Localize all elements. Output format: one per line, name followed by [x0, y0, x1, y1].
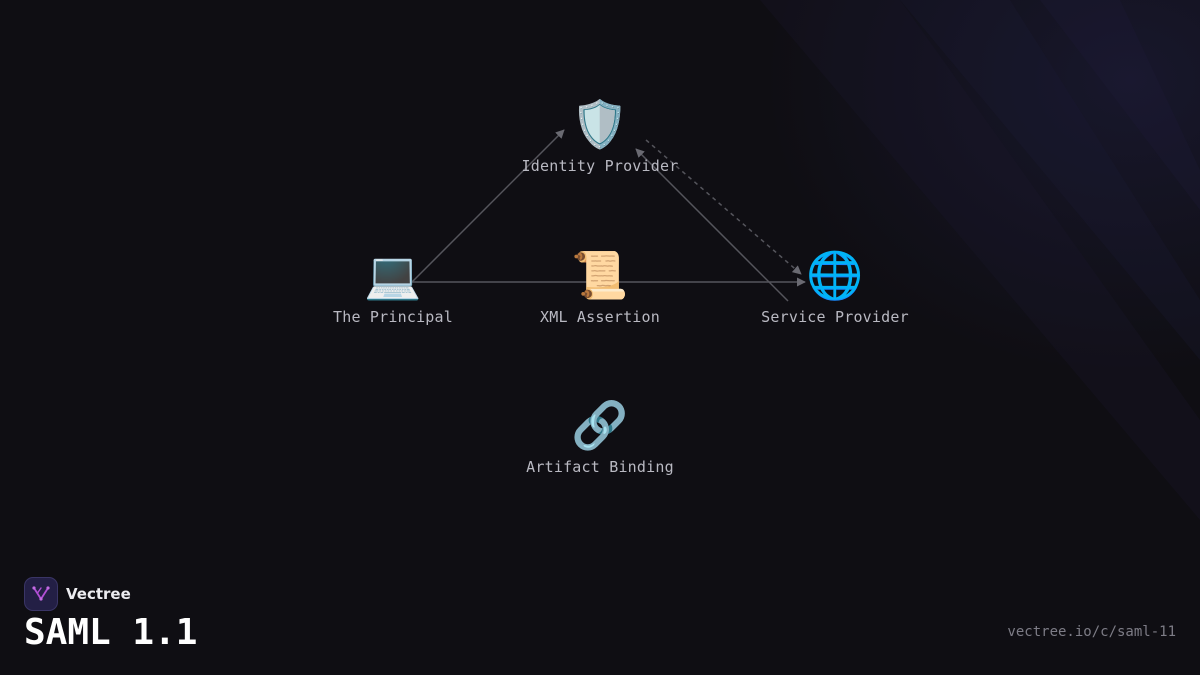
node-label: XML Assertion [540, 308, 660, 326]
edge-principal-to-identity-provider [411, 129, 565, 283]
shield-icon: 🛡️ [571, 97, 629, 151]
node-label: The Principal [333, 308, 453, 326]
scroll-icon: 📜 [571, 248, 629, 302]
edge-service-provider-to-identity-provider [635, 148, 789, 302]
source-url: vectree.io/c/saml-11 [1007, 624, 1176, 640]
node-identity-provider: 🛡️ Identity Provider [490, 95, 710, 175]
brand: Vectree [24, 577, 131, 611]
node-xml-assertion: 📜 XML Assertion [490, 246, 710, 326]
laptop-icon: 💻 [364, 248, 422, 302]
vectree-logo-icon [24, 577, 58, 611]
node-principal: 💻 The Principal [283, 246, 503, 326]
link-icon: 🔗 [571, 398, 629, 452]
page-title: SAML 1.1 [24, 612, 198, 653]
brand-name: Vectree [66, 585, 131, 603]
node-label: Artifact Binding [526, 458, 674, 476]
node-label: Identity Provider [521, 157, 679, 175]
node-label: Service Provider [761, 308, 909, 326]
edge-identity-provider-to-service-provider-dashed [645, 139, 802, 275]
node-artifact-binding: 🔗 Artifact Binding [490, 396, 710, 476]
globe-icon: 🌐 [806, 248, 864, 302]
node-service-provider: 🌐 Service Provider [725, 246, 945, 326]
